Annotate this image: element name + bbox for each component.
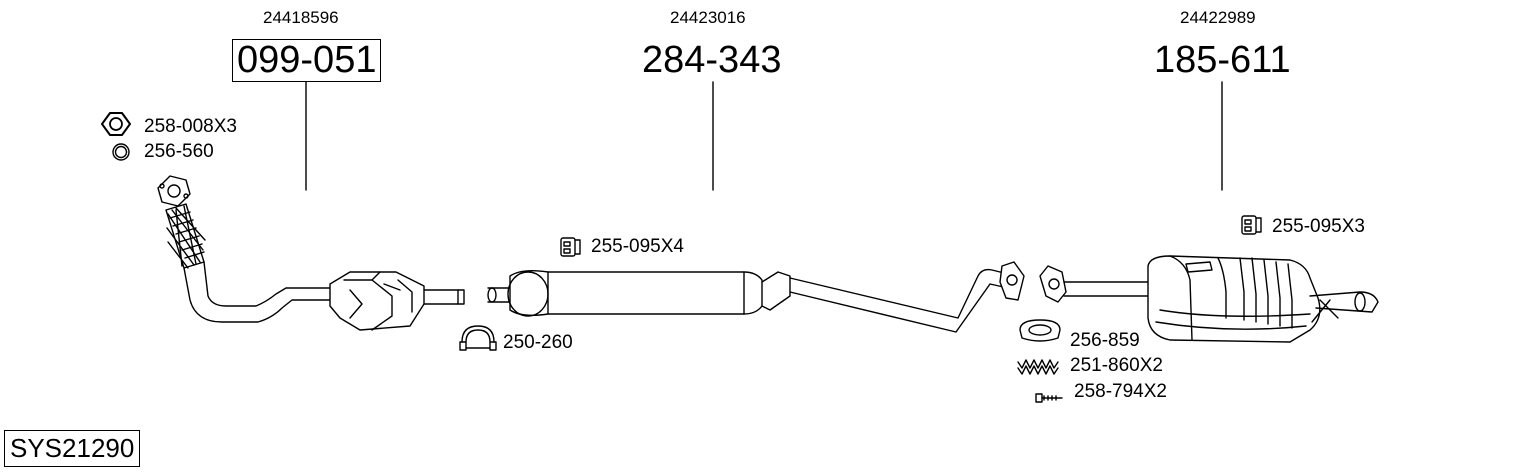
hex-nut-icon xyxy=(101,112,131,136)
spring-icon xyxy=(1017,359,1059,375)
part-number-middle-silencer[interactable]: 284-343 xyxy=(642,39,782,81)
part-label-rubber-mount-rear[interactable]: 255-095X3 xyxy=(1272,216,1365,237)
oem-number-rear: 24422989 xyxy=(1180,8,1256,27)
part-number-rear-silencer[interactable]: 185-611 xyxy=(1154,39,1291,81)
part-label-rubber-mount-mid[interactable]: 255-095X4 xyxy=(591,236,684,257)
part-label-spring[interactable]: 251-860X2 xyxy=(1070,355,1163,376)
pipe-clamp-icon xyxy=(459,325,497,351)
part-label-gasket[interactable]: 256-859 xyxy=(1070,330,1140,351)
part-label-nut[interactable]: 258-008X3 xyxy=(144,116,237,137)
rear-silencer xyxy=(1039,255,1379,343)
front-pipe-catalyst xyxy=(157,175,465,331)
part-label-clamp[interactable]: 250-260 xyxy=(503,332,573,353)
part-label-ring[interactable]: 256-560 xyxy=(144,141,214,162)
sealing-ring-icon xyxy=(112,143,130,161)
oem-number-middle: 24423016 xyxy=(670,8,746,27)
middle-silencer xyxy=(487,261,1025,333)
rubber-mount-icon xyxy=(560,237,581,257)
part-number-front-pipe[interactable]: 099-051 xyxy=(232,39,382,82)
bolt-icon xyxy=(1035,393,1063,403)
part-label-bolt[interactable]: 258-794X2 xyxy=(1074,381,1167,402)
gasket-icon xyxy=(1019,319,1061,342)
system-id: SYS21290 xyxy=(4,430,141,467)
oem-number-front: 24418596 xyxy=(263,8,339,27)
rubber-mount-rear-icon xyxy=(1241,215,1262,235)
